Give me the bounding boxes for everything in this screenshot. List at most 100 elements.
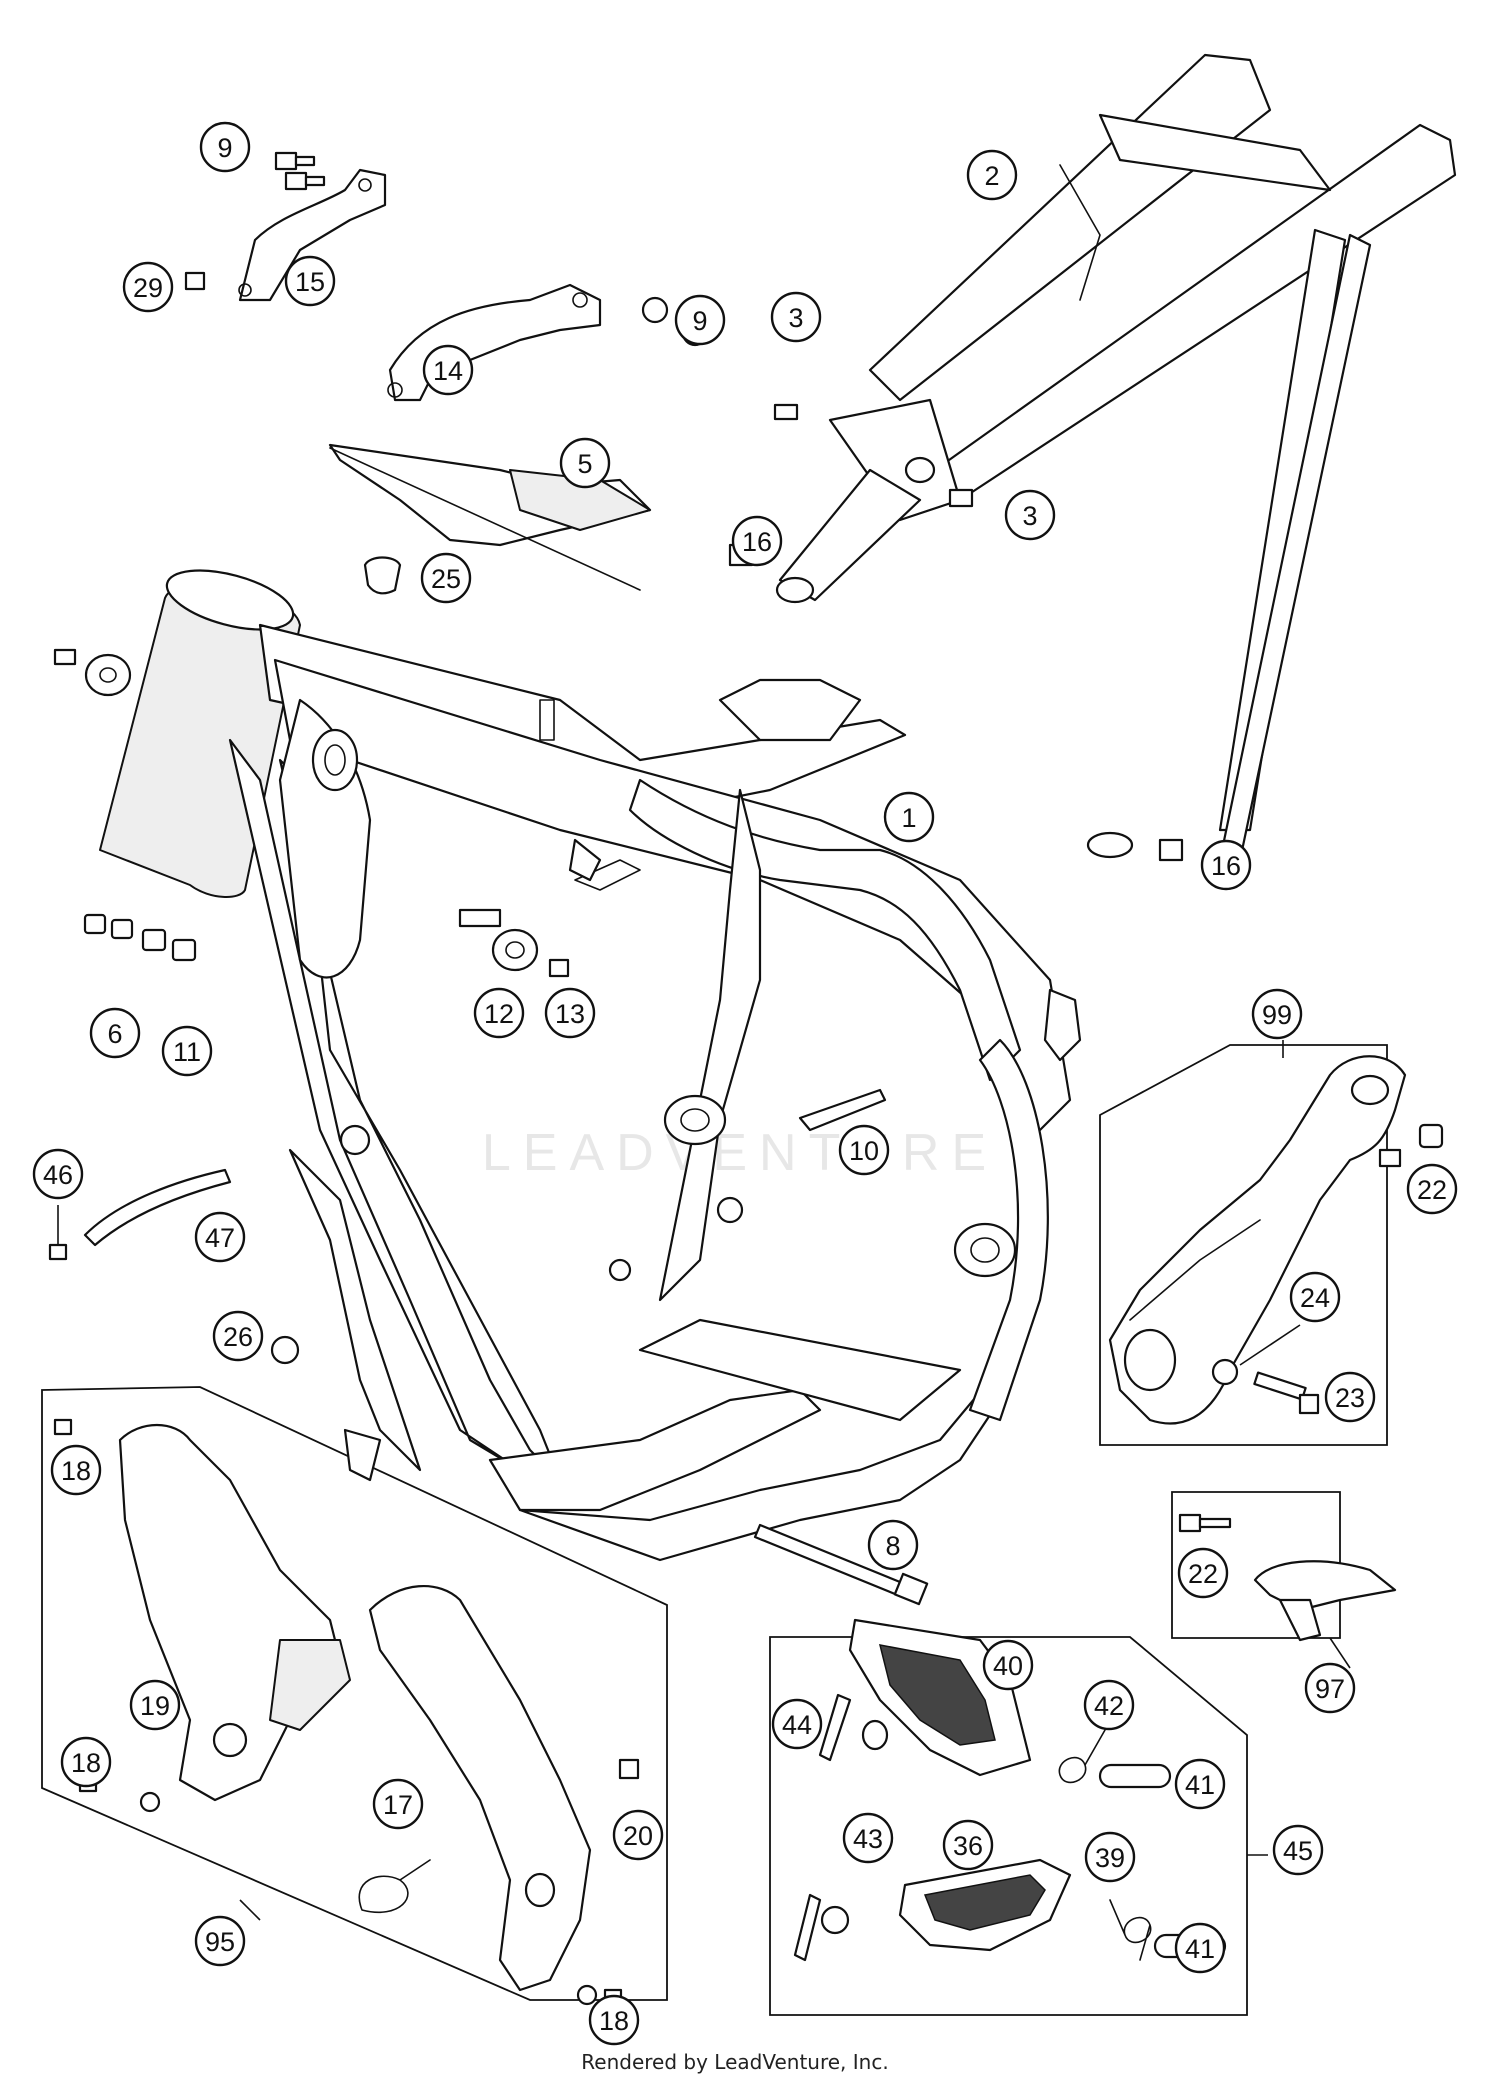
- callout-number: 26: [223, 1322, 253, 1352]
- callout-41: 41: [1174, 1922, 1226, 1974]
- callout-11: 11: [161, 1025, 213, 1077]
- callout-1: 1: [883, 791, 935, 843]
- mudguard-bracket: [238, 168, 387, 302]
- callout-circle: [473, 987, 525, 1039]
- callout-circle: [161, 1025, 213, 1077]
- callout-18: 18: [60, 1736, 112, 1788]
- callout-circle: [674, 294, 726, 346]
- pin-44: [818, 1693, 889, 1762]
- callout-circle: [942, 1819, 994, 1871]
- callout-47: 47: [194, 1211, 246, 1263]
- callout-95: 95: [194, 1915, 246, 1967]
- clamp-25: [363, 556, 402, 595]
- bolt-8: [753, 1523, 929, 1606]
- bushing-head: [53, 648, 132, 697]
- callout-2: 2: [966, 149, 1018, 201]
- bolt-18a: [53, 1418, 73, 1436]
- callout-number: 36: [953, 1831, 983, 1861]
- callout-number: 41: [1185, 1934, 1215, 1964]
- callout-number: 42: [1094, 1691, 1124, 1721]
- callout-8: 8: [867, 1519, 919, 1571]
- bolt-29: [184, 271, 206, 291]
- spring-42: [1058, 1729, 1106, 1784]
- callout-number: 45: [1283, 1836, 1313, 1866]
- callout-number: 95: [205, 1927, 235, 1957]
- callout-circle: [420, 552, 472, 604]
- callout-circle: [60, 1736, 112, 1788]
- callout-15: 15: [284, 255, 336, 307]
- callout-circle: [1251, 988, 1303, 1040]
- callout-number: 18: [71, 1748, 101, 1778]
- callout-6: 6: [89, 1007, 141, 1059]
- callout-25: 25: [420, 552, 472, 604]
- washer-24: [1211, 1358, 1239, 1386]
- callout-39: 39: [1084, 1831, 1136, 1883]
- bolt-3b: [948, 488, 974, 508]
- callout-20: 20: [612, 1809, 664, 1861]
- bolt-3a: [773, 403, 799, 421]
- spacer-12-13: [458, 908, 570, 978]
- fitting-46: [48, 1243, 68, 1261]
- footpeg-36: [898, 1858, 1072, 1952]
- callout-number: 20: [623, 1821, 653, 1851]
- hose-47: [83, 1168, 232, 1247]
- frame-guard-right: [368, 1584, 592, 1992]
- callout-23: 23: [1324, 1371, 1376, 1423]
- footer-text: Rendered by LeadVenture, Inc.: [581, 2050, 889, 2074]
- callout-circle: [883, 791, 935, 843]
- callout-99: 99: [1251, 988, 1303, 1040]
- nut-set-6-11: [83, 913, 197, 962]
- callout-circle: [1177, 1547, 1229, 1599]
- callout-number: 18: [599, 2006, 629, 2036]
- callout-circle: [842, 1812, 894, 1864]
- bolt-23: [1253, 1371, 1320, 1415]
- callout-circle: [284, 255, 336, 307]
- callout-14: 14: [422, 344, 474, 396]
- frame-guard-left: [118, 1423, 351, 1802]
- callout-circle: [588, 1994, 640, 2046]
- pin-10: [798, 1088, 887, 1132]
- callout-number: 12: [484, 999, 514, 1029]
- washer-18c: [576, 1984, 598, 2006]
- callout-24: 24: [1289, 1271, 1341, 1323]
- callout-44: 44: [771, 1698, 823, 1750]
- callout-circle: [1289, 1271, 1341, 1323]
- callout-number: 23: [1335, 1383, 1365, 1413]
- callout-number: 44: [782, 1710, 812, 1740]
- callout-number: 43: [853, 1824, 883, 1854]
- footrest-kit-box: [1171, 1491, 1351, 1669]
- nut-9b: [641, 296, 669, 324]
- callout-circle: [199, 121, 251, 173]
- callout-circle: [982, 1639, 1034, 1691]
- nut-26: [270, 1335, 300, 1365]
- callout-number: 3: [788, 303, 803, 333]
- callout-16: 16: [731, 515, 783, 567]
- pin-43: [793, 1893, 850, 1962]
- guard-kit-box: [41, 1386, 668, 2001]
- callout-number: 1: [901, 803, 916, 833]
- pin-41a: [1098, 1763, 1172, 1789]
- callout-number: 16: [742, 527, 772, 557]
- callout-circle: [212, 1310, 264, 1362]
- callout-number: 9: [692, 306, 707, 336]
- callout-5: 5: [559, 437, 611, 489]
- callout-number: 22: [1188, 1559, 1218, 1589]
- footer-credit: Rendered by LeadVenture, Inc.: [0, 2050, 1500, 2074]
- callout-18: 18: [50, 1444, 102, 1496]
- callout-45: 45: [1272, 1824, 1324, 1876]
- callout-43: 43: [842, 1812, 894, 1864]
- callout-36: 36: [942, 1819, 994, 1871]
- callout-40: 40: [982, 1639, 1034, 1691]
- kickstand-kit-box: [1099, 1040, 1388, 1446]
- callout-number: 5: [577, 449, 592, 479]
- callout-circle: [372, 1778, 424, 1830]
- washer-19: [139, 1791, 161, 1813]
- callout-9: 9: [674, 294, 726, 346]
- callout-number: 17: [383, 1790, 413, 1820]
- callout-circle: [50, 1444, 102, 1496]
- callout-circle: [1004, 489, 1056, 541]
- nut-22a: [1418, 1123, 1444, 1149]
- number-plate-bracket: [387, 283, 602, 402]
- callout-3: 3: [1004, 489, 1056, 541]
- kickstand: [1108, 1055, 1407, 1425]
